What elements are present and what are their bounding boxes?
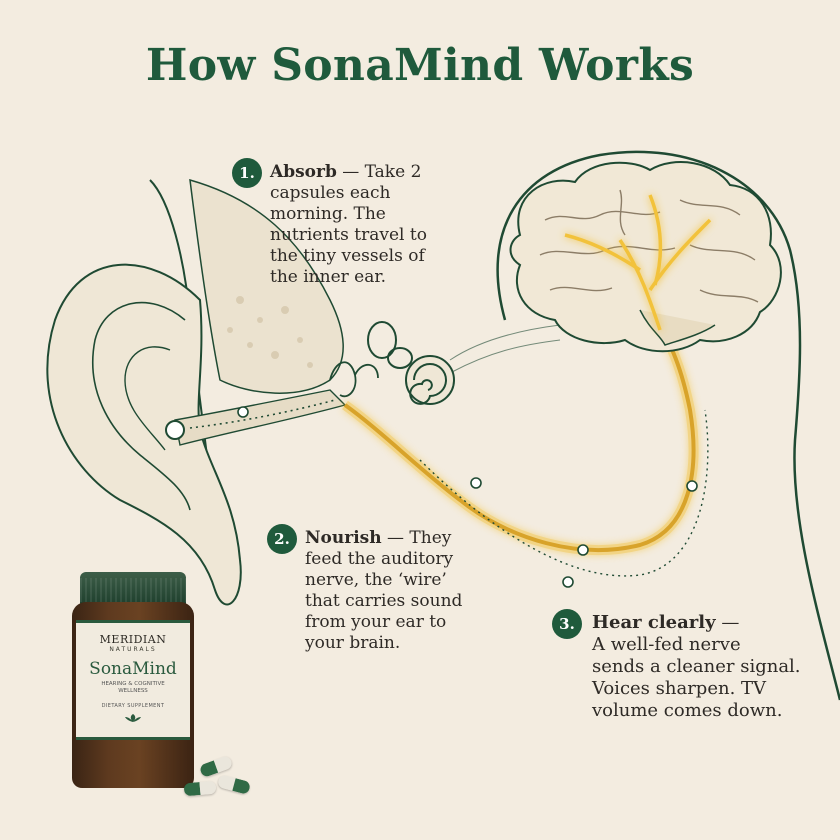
- semicircular-canals: [367, 321, 413, 369]
- nerve-nodes: [470, 477, 698, 588]
- ossicles: [329, 361, 379, 398]
- ear-helix: [91, 301, 191, 511]
- step-heading: Nourish: [305, 528, 382, 548]
- brand-subtitle: NATURALS: [109, 646, 157, 653]
- head-outline: [496, 150, 840, 701]
- step-number-badge: 2.: [267, 524, 297, 554]
- temporal-bone: [189, 178, 344, 394]
- product-subtitle: HEARING & COGNITIVE WELLNESS: [101, 681, 165, 694]
- step-nourish: 2. Nourish — They feed the auditory nerv…: [267, 524, 462, 654]
- product-name: SonaMind: [89, 659, 177, 679]
- auditory-nerve: [343, 328, 696, 552]
- bottle-cap: [80, 572, 186, 606]
- step-heading: Absorb: [270, 162, 337, 182]
- canal-opening: [165, 420, 185, 440]
- bottle-label: MERIDIAN NATURALS SonaMind HEARING & COG…: [76, 620, 190, 740]
- supplement-bottle: MERIDIAN NATURALS SonaMind HEARING & COG…: [72, 572, 194, 788]
- step-hear-clearly: 3. Hear clearly — A well-fed nerve sends…: [552, 609, 801, 722]
- step-number-badge: 3.: [552, 609, 582, 639]
- capsule: [183, 780, 217, 797]
- lotus-icon: [125, 714, 141, 722]
- auditory-nerve-glow: [342, 326, 699, 555]
- brain: [509, 161, 782, 353]
- cochlea: [405, 355, 455, 405]
- page-title: How SonaMind Works: [145, 40, 695, 91]
- bone-texture: [227, 296, 313, 368]
- brand-name: MERIDIAN: [99, 633, 167, 646]
- brain-glow: [564, 194, 712, 331]
- ear-canal: [174, 389, 347, 446]
- step-number-badge: 1.: [232, 158, 262, 188]
- nerve-dotted-guide: [419, 409, 709, 577]
- ear-antihelix: [124, 346, 171, 451]
- nerve-strands: [449, 324, 561, 373]
- step-absorb: 1. Absorb — Take 2 capsules each morning…: [232, 158, 427, 288]
- step-heading: Hear clearly: [592, 612, 716, 633]
- product-note: DIETARY SUPPLEMENT: [101, 703, 165, 709]
